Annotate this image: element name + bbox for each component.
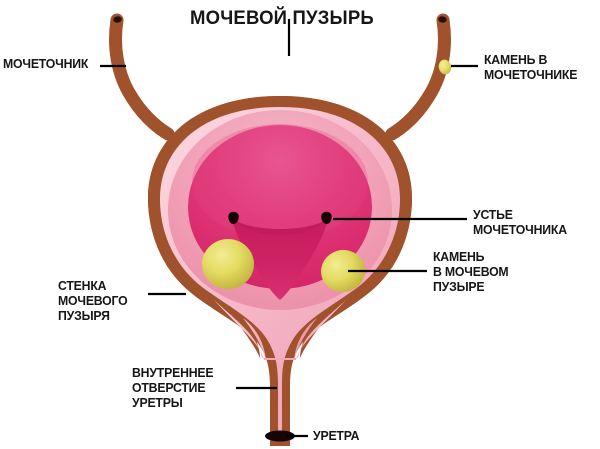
bladder-stone-left bbox=[202, 239, 254, 289]
right-ureter-lumen-opening bbox=[438, 16, 447, 23]
label-bladder-stone: КАМЕНЬ В МОЧЕВОМ ПУЗЫРЕ bbox=[433, 249, 509, 295]
urethra-lumen bbox=[243, 318, 317, 436]
trigone bbox=[233, 220, 327, 300]
page-title: МОЧЕВОЙ ПУЗЫРЬ bbox=[190, 7, 374, 29]
right-ureteral-orifice bbox=[321, 211, 332, 225]
right-ureter-tube bbox=[385, 13, 451, 141]
left-ureter bbox=[109, 13, 175, 141]
label-urethra: УРЕТРА bbox=[313, 428, 360, 443]
left-ureteral-orifice bbox=[228, 211, 239, 225]
urethra-wall bbox=[232, 314, 328, 440]
label-ureter: МОЧЕТОЧНИК bbox=[3, 56, 89, 71]
lumen-highlight bbox=[192, 124, 368, 240]
label-ureteral-orifice: УСТЬЕ МОЧЕТОЧНИКА bbox=[473, 207, 567, 238]
ureter-stone bbox=[438, 59, 452, 75]
left-ureter-lumen-opening bbox=[113, 16, 122, 23]
right-ureter bbox=[385, 13, 452, 141]
interureteric-ridge bbox=[233, 219, 327, 235]
left-ureter-tube bbox=[109, 13, 175, 141]
external-urethral-opening bbox=[265, 430, 295, 442]
label-internal-urethral-orifice: ВНУТРЕННЕЕ ОТВЕРСТИЕ УРЕТРЫ bbox=[132, 365, 214, 411]
label-bladder-wall: СТЕНКА МОЧЕВОГО ПУЗЫРЯ bbox=[58, 278, 128, 324]
bladder-stone-right bbox=[321, 249, 365, 293]
label-ureter-stone: КАМЕНЬ В МОЧЕТОЧНИКЕ bbox=[484, 52, 578, 83]
